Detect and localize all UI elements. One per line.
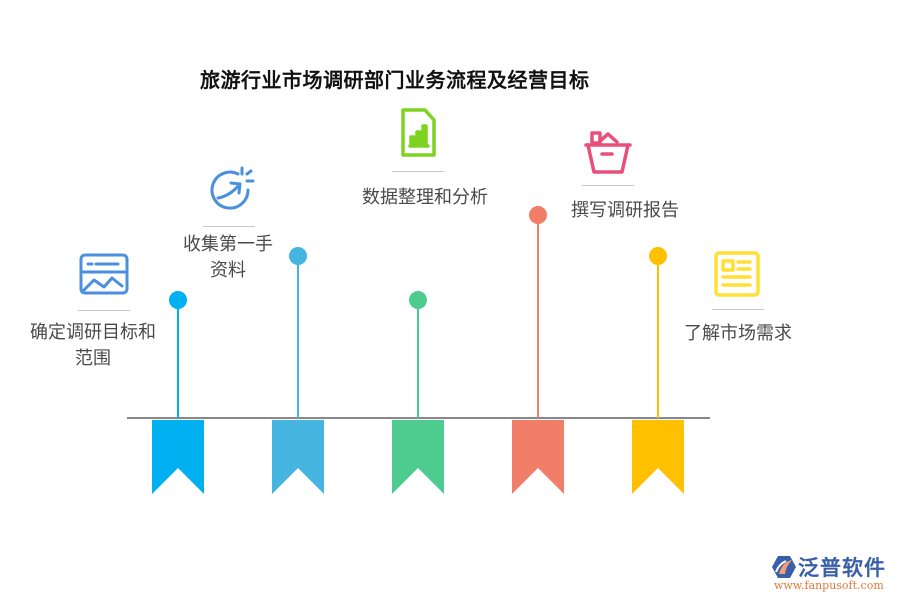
step-2-label: 收集第一手 资料 xyxy=(160,232,296,284)
step-1-label: 确定调研目标和 范围 xyxy=(10,320,176,372)
diagram-title: 旅游行业市场调研部门业务流程及经营目标 xyxy=(200,68,590,92)
step-2-label-line2: 资料 xyxy=(210,260,246,281)
watermark: 泛普软件 www.fanpusoft.com xyxy=(768,552,896,596)
step-5-label-line1: 了解市场需求 xyxy=(684,323,792,344)
step-3-stem xyxy=(417,300,419,418)
target-arrow-icon xyxy=(204,162,256,214)
step-1-divider xyxy=(78,310,130,311)
step-2-divider xyxy=(203,226,255,227)
step-4-ribbon xyxy=(512,420,564,494)
image-window-icon xyxy=(78,250,130,302)
step-5-dot xyxy=(649,247,667,265)
news-document-icon xyxy=(712,248,764,300)
step-4-divider xyxy=(582,185,634,186)
step-5-divider xyxy=(712,309,764,310)
step-3-label: 数据整理和分析 xyxy=(340,185,510,211)
step-1-stem xyxy=(177,300,179,418)
step-2-stem xyxy=(297,256,299,418)
step-3-label-line1: 数据整理和分析 xyxy=(362,187,488,208)
timeline-baseline xyxy=(127,417,710,419)
step-3-divider xyxy=(392,171,444,172)
step-1-ribbon xyxy=(152,420,204,494)
step-1-label-line1: 确定调研目标和 xyxy=(30,322,156,343)
step-4-label-line1: 撰写调研报告 xyxy=(571,200,679,221)
step-2-ribbon xyxy=(272,420,324,494)
step-4-dot xyxy=(529,206,547,224)
step-1-dot xyxy=(169,291,187,309)
step-4-stem xyxy=(537,215,539,418)
step-1-label-line2: 范围 xyxy=(75,348,111,369)
watermark-brand: 泛普软件 xyxy=(798,556,886,580)
step-2-label-line1: 收集第一手 xyxy=(183,234,273,255)
step-5-stem xyxy=(657,256,659,418)
watermark-url: www.fanpusoft.com xyxy=(774,579,884,592)
step-5-label: 了解市场需求 xyxy=(668,321,808,347)
step-3-ribbon xyxy=(392,420,444,494)
step-3-dot xyxy=(409,291,427,309)
step-4-label: 撰写调研报告 xyxy=(555,198,695,224)
fanpu-logo-icon xyxy=(772,556,796,578)
document-chart-icon xyxy=(392,106,444,158)
basket-icon xyxy=(582,128,634,180)
step-5-ribbon xyxy=(632,420,684,494)
step-2-dot xyxy=(289,247,307,265)
